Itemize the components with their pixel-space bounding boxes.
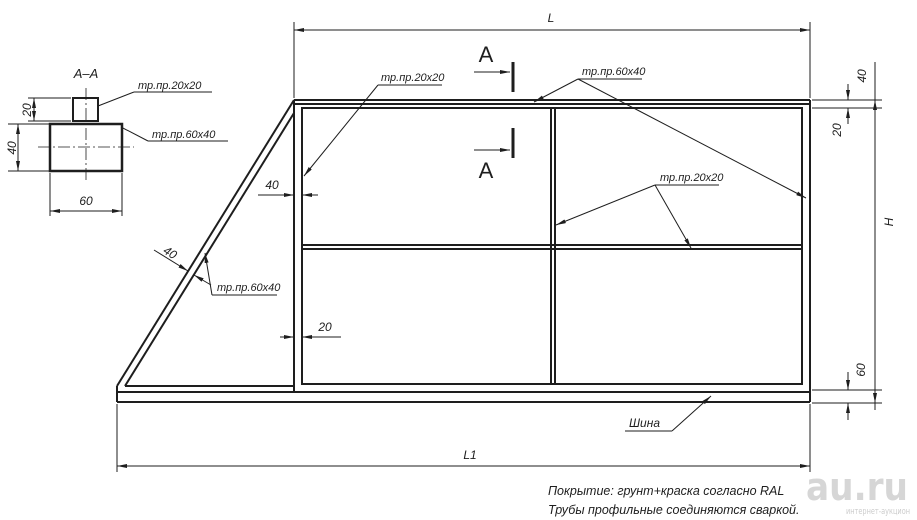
dimension-large-height: 40 — [5, 141, 19, 155]
label-post-tube: тр.пр.20х20 — [381, 72, 445, 84]
label-inner-tube: тр.пр.20х20 — [660, 172, 724, 184]
dimension-diagonal-width: 40 — [161, 243, 180, 262]
leader-line-post — [303, 84, 379, 177]
note-coating: Покрытие: грунт+краска согласно RAL — [548, 484, 784, 498]
dimension-total-length: L1 — [116, 404, 811, 472]
dimension-inner-width: 20 — [317, 320, 332, 334]
label-diagonal-tube: тр.пр.60х40 — [217, 282, 281, 294]
dimension-length: L — [293, 11, 811, 98]
section-mark-top: A — [479, 42, 494, 67]
note-welding: Трубы профильные соединяются сваркой. — [548, 503, 799, 517]
member-dimensions: 40 20 40 — [153, 178, 341, 339]
watermark-tagline: интернет-аукцион — [846, 507, 910, 517]
label-large-tube: тр.пр.60х40 — [152, 129, 216, 141]
height-dimensions: 40 20 H 60 — [812, 62, 896, 420]
label-top-tube: тр.пр.60х40 — [582, 66, 646, 78]
watermark-logo: au.ru — [806, 465, 908, 509]
gate-frame — [116, 99, 811, 403]
leader-line-top-rail — [533, 78, 579, 103]
dimension-width: 60 — [79, 194, 93, 208]
small-tube-section — [72, 97, 99, 122]
section-markers: A A — [474, 42, 515, 183]
section-mark-bottom: A — [479, 158, 494, 183]
leader-line-inner-vertical — [555, 184, 656, 226]
dimension-top-inner: 20 — [830, 123, 844, 138]
leader-line-diagonal — [204, 252, 213, 296]
drawing-notes: Покрытие: грунт+краска согласно RAL Труб… — [548, 484, 799, 517]
watermark: au.ru интернет-аукцион — [806, 465, 910, 517]
diagonal-brace-outer — [116, 99, 295, 387]
dimension-height: H — [882, 217, 896, 226]
leader-line-large-tube — [120, 126, 149, 142]
section-view-a-a: A–A 20 40 60 тр.пр.20х20 тр.пр.60х40 — [5, 66, 228, 216]
dimension-bottom-rail: 60 — [854, 363, 868, 377]
label-rail: Шина — [629, 416, 660, 430]
leader-line-right-post — [577, 78, 807, 199]
dimension-small-height: 20 — [20, 103, 34, 118]
diagonal-brace-inner — [124, 112, 295, 387]
leader-line-rail — [671, 395, 712, 432]
dimension-l1-label: L1 — [463, 448, 476, 462]
dimension-arrow — [193, 274, 212, 286]
label-small-tube: тр.пр.20х20 — [138, 80, 202, 92]
dimension-arrow — [153, 249, 189, 272]
dimension-post-width: 40 — [265, 178, 279, 192]
dimension-l-label: L — [548, 11, 555, 25]
leader-line-small-tube — [97, 91, 135, 107]
leader-callouts: тр.пр.20х20 тр.пр.60х40 тр.пр.20х20 тр.п… — [204, 66, 807, 432]
leader-line-inner-horizontal — [654, 184, 692, 249]
dimension-top-rail: 40 — [855, 69, 869, 83]
section-title: A–A — [73, 66, 99, 81]
